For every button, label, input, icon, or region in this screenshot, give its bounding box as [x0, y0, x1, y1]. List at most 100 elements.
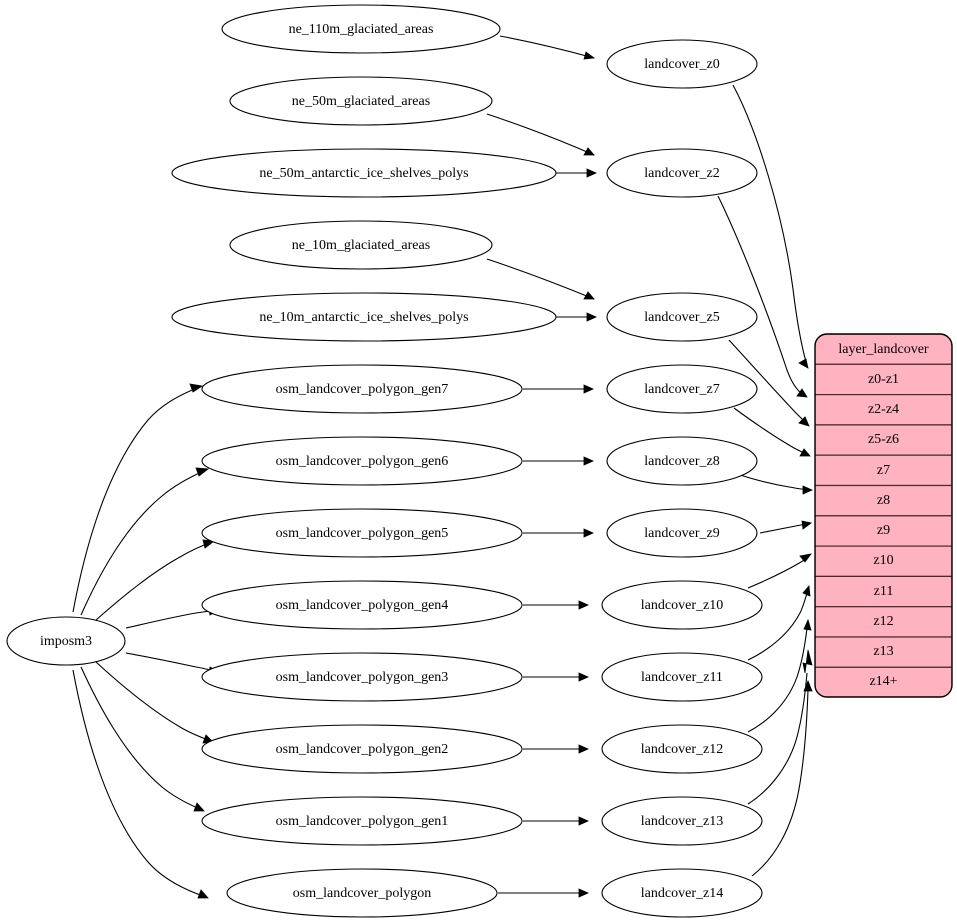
- node-label: osm_landcover_polygon_gen5: [276, 526, 449, 541]
- layer-landcover-table[interactable]: layer_landcover z0-z1 z2-z4 z5-z6 z7 z8 …: [814, 333, 953, 698]
- node-label: ne_10m_glaciated_areas: [292, 238, 430, 253]
- node-landcover_z11[interactable]: landcover_z11: [601, 652, 763, 702]
- node-osm_landcover_polygon_gen3[interactable]: osm_landcover_polygon_gen3: [201, 652, 523, 702]
- node-label: landcover_z0: [644, 57, 719, 72]
- table-row-cell[interactable]: [815, 424, 952, 456]
- node-label: osm_landcover_polygon_gen3: [276, 670, 449, 685]
- node-landcover_z14[interactable]: landcover_z14: [601, 868, 763, 918]
- node-osm_landcover_polygon_gen5[interactable]: osm_landcover_polygon_gen5: [201, 508, 523, 558]
- node-landcover_z12[interactable]: landcover_z12: [601, 724, 763, 774]
- table-row-label: z2-z4: [868, 402, 899, 417]
- table-row-cell[interactable]: [815, 666, 952, 697]
- node-label: landcover_z8: [644, 454, 719, 469]
- node-landcover_z9[interactable]: landcover_z9: [606, 508, 758, 558]
- edge-z13-to-row-z13: [747, 649, 813, 805]
- node-label: imposm3: [40, 634, 92, 649]
- edge-z7-to-row-z7: [733, 407, 811, 457]
- table-row-label: z13: [873, 644, 893, 659]
- table-header-label: layer_landcover: [838, 342, 929, 357]
- edge-z8-to-row-z8: [736, 473, 813, 495]
- node-landcover_z2[interactable]: landcover_z2: [606, 148, 758, 198]
- node-label: osm_landcover_polygon: [293, 886, 431, 901]
- table-header-cell: [815, 334, 952, 365]
- node-label: landcover_z2: [644, 166, 719, 181]
- node-label: osm_landcover_polygon_gen2: [276, 742, 449, 757]
- node-ne_50m_glaciated_areas[interactable]: ne_50m_glaciated_areas: [229, 76, 493, 126]
- edge-gen3-to-z11: [523, 672, 589, 682]
- edge-z14-to-row-z14plus: [751, 679, 813, 877]
- edge-gen7-to-z7: [523, 384, 594, 394]
- edge-z9-to-row-z9: [759, 520, 812, 534]
- natural-earth-nodes: ne_110m_glaciated_areas ne_50m_glaciated…: [171, 4, 557, 342]
- node-landcover_z13[interactable]: landcover_z13: [601, 796, 763, 846]
- table-row-label: z12: [873, 614, 893, 629]
- edge-ne10m-glaciated-to-z5: [486, 258, 595, 300]
- edge-layer: [72, 35, 813, 899]
- node-label: landcover_z13: [641, 814, 723, 829]
- node-imposm3[interactable]: imposm3: [6, 616, 126, 666]
- table-row-label: z5-z6: [868, 432, 899, 447]
- node-label: ne_50m_glaciated_areas: [292, 94, 430, 109]
- edge-imposm3-to-gen1: [80, 666, 205, 812]
- node-label: landcover_z12: [641, 742, 723, 757]
- osm-table-nodes: osm_landcover_polygon_gen7 osm_landcover…: [201, 364, 523, 918]
- node-label: osm_landcover_polygon_gen6: [276, 454, 449, 469]
- edge-z11-to-row-z11: [747, 585, 811, 661]
- node-label: landcover_z14: [641, 886, 723, 901]
- edge-z0-to-row-z0z1: [732, 84, 809, 369]
- edge-imposm3-to-gen7: [72, 383, 204, 613]
- edge-gen4-to-z10: [523, 600, 589, 610]
- node-osm_landcover_polygon_gen7[interactable]: osm_landcover_polygon_gen7: [201, 364, 523, 414]
- node-osm_landcover_polygon_gen2[interactable]: osm_landcover_polygon_gen2: [201, 724, 523, 774]
- edge-imposm3-to-gen5: [95, 539, 216, 621]
- table-row-label: z9: [877, 523, 890, 538]
- table-row-label: z8: [877, 493, 890, 508]
- node-ne_110m_glaciated_areas[interactable]: ne_110m_glaciated_areas: [221, 4, 501, 54]
- node-label: landcover_z11: [641, 670, 723, 685]
- node-osm_landcover_polygon[interactable]: osm_landcover_polygon: [226, 868, 498, 918]
- edge-ne10m-antarctic-to-z5: [556, 312, 597, 322]
- table-row-label: z14+: [869, 674, 897, 689]
- edge-z12-to-row-z12: [747, 618, 812, 733]
- node-label: landcover_z10: [641, 598, 723, 613]
- node-label: ne_10m_antarctic_ice_shelves_polys: [259, 310, 468, 325]
- node-label: landcover_z5: [644, 310, 719, 325]
- node-label: osm_landcover_polygon_gen7: [276, 382, 449, 397]
- node-landcover_z5[interactable]: landcover_z5: [606, 292, 758, 342]
- table-row-label: z0-z1: [868, 372, 899, 387]
- table-outline: [814, 333, 953, 698]
- node-label: landcover_z7: [644, 382, 719, 397]
- node-osm_landcover_polygon_gen6[interactable]: osm_landcover_polygon_gen6: [201, 436, 523, 486]
- table-row-label: z11: [874, 584, 894, 599]
- table-row-label: z10: [873, 553, 893, 568]
- edge-z2-to-row-z2z4: [717, 195, 808, 398]
- table-row-cell[interactable]: [815, 606, 952, 638]
- node-landcover_z10[interactable]: landcover_z10: [601, 580, 763, 630]
- node-label: ne_50m_antarctic_ice_shelves_polys: [259, 166, 468, 181]
- node-ne_10m_antarctic_ice_shelves_polys[interactable]: ne_10m_antarctic_ice_shelves_polys: [171, 292, 557, 342]
- edge-imposm3-to-gen2: [95, 661, 214, 744]
- edge-z10-to-row-z10: [747, 553, 812, 589]
- edge-gen6-to-z8: [523, 456, 594, 466]
- edge-ne50m-glaciated-to-z2: [486, 113, 595, 156]
- node-label: osm_landcover_polygon_gen4: [276, 598, 449, 613]
- edge-z5-to-row-z5z6: [728, 339, 810, 427]
- node-label: landcover_z9: [644, 526, 719, 541]
- node-label: osm_landcover_polygon_gen1: [276, 814, 449, 829]
- node-landcover_z0[interactable]: landcover_z0: [606, 39, 758, 89]
- node-ne_10m_glaciated_areas[interactable]: ne_10m_glaciated_areas: [229, 220, 493, 270]
- node-landcover_z8[interactable]: landcover_z8: [606, 436, 758, 486]
- landcover-view-nodes: landcover_z0 landcover_z2 landcover_z5 l…: [601, 39, 763, 918]
- edge-gen1-to-z13: [523, 816, 589, 826]
- node-ne_50m_antarctic_ice_shelves_polys[interactable]: ne_50m_antarctic_ice_shelves_polys: [171, 148, 557, 198]
- edge-polygon-to-z14: [498, 888, 589, 898]
- node-osm_landcover_polygon_gen4[interactable]: osm_landcover_polygon_gen4: [201, 580, 523, 630]
- edge-ne50m-antarctic-to-z2: [556, 168, 597, 178]
- node-landcover_z7[interactable]: landcover_z7: [606, 364, 758, 414]
- node-osm_landcover_polygon_gen1[interactable]: osm_landcover_polygon_gen1: [201, 796, 523, 846]
- table-row-cell[interactable]: [815, 363, 952, 396]
- edge-imposm3-to-gen6: [80, 467, 210, 616]
- edge-ne110m-to-z0: [499, 35, 596, 60]
